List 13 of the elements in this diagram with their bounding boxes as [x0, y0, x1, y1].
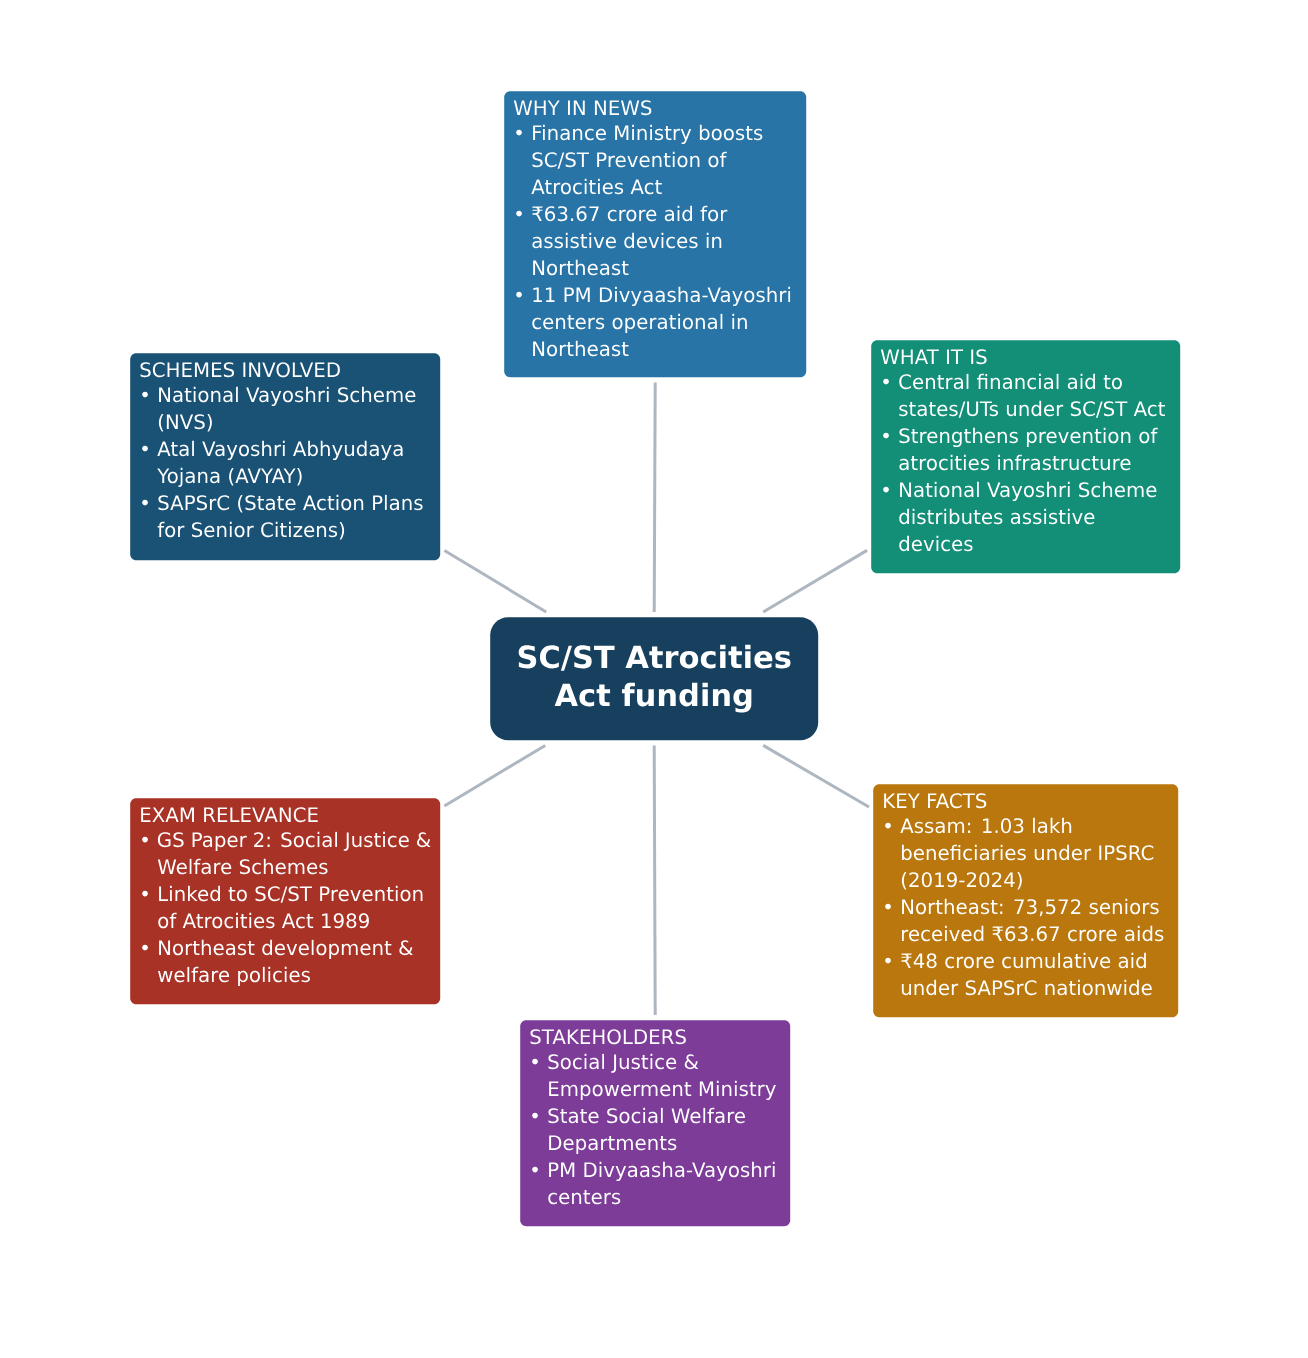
connector-line [443, 744, 546, 808]
topic-box: KEY FACTS • Assam: 1.03 lakh beneficiaries under IPSRC (2019-2024) • Northeast: 73,572 seniors received ₹63.67 crore aids • ₹48 crore cumulative aid under SAPSrC nationwide [873, 784, 1179, 1018]
connector-line [762, 549, 868, 614]
connector-line [762, 744, 870, 809]
topic-box: EXAM RELEVANCE • GS Paper 2: Social Justice & Welfare Schemes • Linked to SC/ST Prevention of Atrocities Act 1989 • Northeast development & welfare policies [130, 798, 441, 1005]
connector-line [652, 745, 657, 1015]
connector-line [652, 382, 657, 613]
topic-box: WHY IN NEWS • Finance Ministry boosts SC/ST Prevention of Atrocities Act • ₹63.67 crore aid for assistive devices in Northeast • 11 PM Divyaasha-Vayoshri centers operational in Northeast [504, 91, 807, 378]
topic-box: SCHEMES INVOLVED • National Vayoshri Scheme (NVS) • Atal Vayoshri Abhyudaya Yojana (AVYAY) • SAPSrC (State Action Plans for Senior Citizens) [130, 353, 441, 561]
connector-line [443, 549, 547, 614]
topic-box: STAKEHOLDERS • Social Justice & Empowerment Ministry • State Social Welfare Departments • PM Divyaasha-Vayoshri centers [520, 1020, 791, 1227]
central-topic-box: SC/ST Atrocities Act funding [490, 617, 819, 741]
topic-box: WHAT IT IS • Central financial aid to states/UTs under SC/ST Act • Strengthens prevention of atrocities infrastructure • National Vayoshri Scheme distributes assistive devices [871, 340, 1181, 574]
